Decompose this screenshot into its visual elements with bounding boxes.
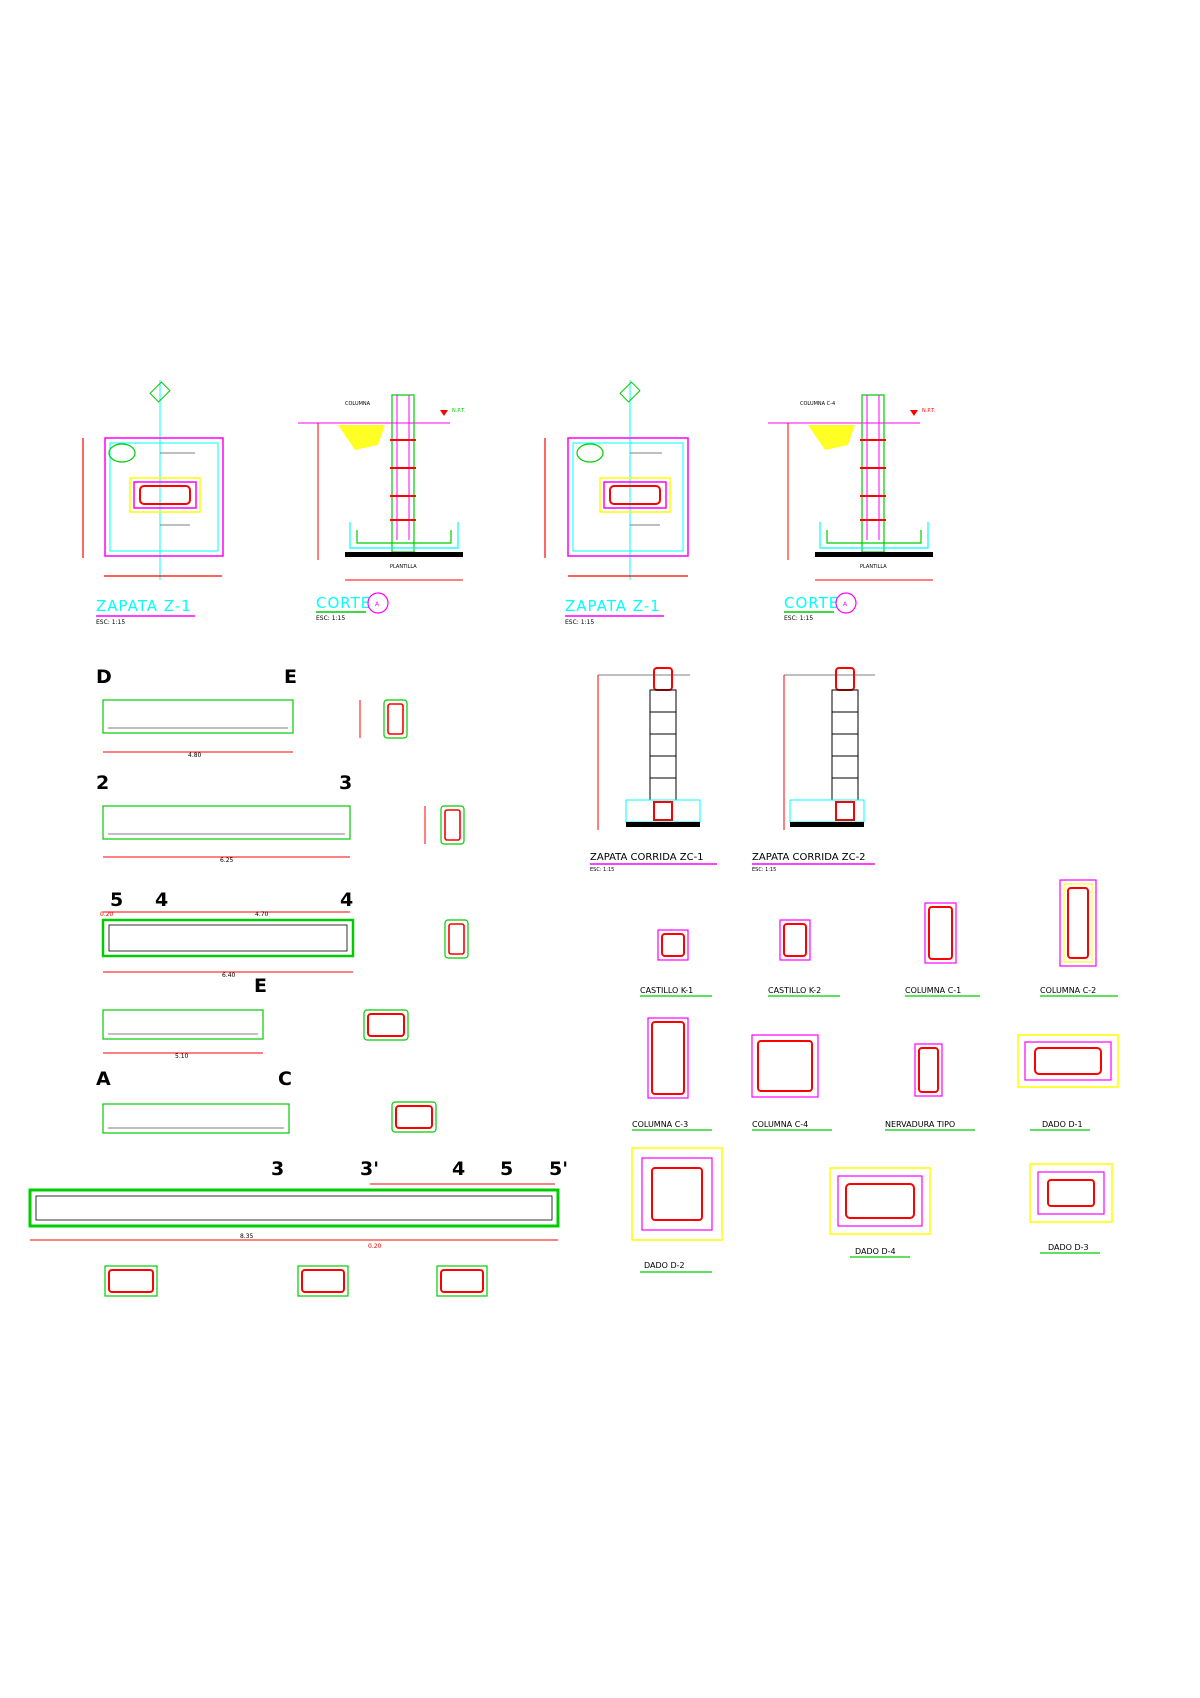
section-columna-c1: COLUMNA C-1 [905,902,980,997]
section-dado-d1: DADO D-1 [1017,1034,1119,1131]
zc2-title: ZAPATA CORRIDA ZC-2 [752,852,866,863]
section-marker [367,592,389,614]
zapata-corrida-zc1: ZAPATA CORRIDA ZC-1 ESC: 1:15 [590,667,717,873]
axis-label: 4 [452,1158,465,1180]
axis-label: 5' [549,1158,568,1180]
beam-elevation-5: A C [96,1068,437,1134]
axis-label: E [284,666,297,688]
zapata-z1-scale: ESC: 1:15 [96,619,125,626]
axis-label: C [278,1068,292,1090]
section-dado-d4: DADO D-4 [829,1167,931,1258]
axis-label: 3 [271,1158,284,1180]
corte-a-base-label-2: PLANTILLA [860,564,887,570]
corte-a-section-left: COLUMNA N.P.T. PLANTILLA CORTE A ESC: 1:… [298,394,466,622]
beam-length: 6.40 [222,972,236,979]
zapata-z1-title-2: ZAPATA Z-1 [565,597,661,615]
corte-a-column-label-2: COLUMNA C-4 [800,401,835,407]
axis-label: 3 [339,772,352,794]
beam-elevation-1: D E 4.80 [96,666,408,759]
k1-title: CASTILLO K-1 [640,986,693,995]
section-columna-c2: COLUMNA C-2 [1040,879,1118,997]
axis-label: 4 [155,889,168,911]
section-columna-c3: COLUMNA C-3 [632,1017,712,1131]
beam-elevation-6: 3 3' 4 5 5' 8.35 0.20 [28,1158,568,1297]
axis-label: D [96,666,112,688]
axis-label: 4 [340,889,353,911]
corte-a-marker-2: A [843,601,848,608]
c4-title: COLUMNA C-4 [752,1120,808,1129]
section-columna-c4: COLUMNA C-4 [751,1034,832,1131]
d1-title: DADO D-1 [1042,1120,1083,1129]
axis-label: 5 [110,889,123,911]
axis-label: A [96,1068,111,1090]
beam-span: 4.70 [255,911,269,918]
corte-a-npt-label-2: N.P.T. [922,408,936,414]
c3-title: COLUMNA C-3 [632,1120,688,1129]
axis-label: 5 [500,1158,513,1180]
corte-a-marker: A [375,601,380,608]
beam-offset: 0.20 [100,911,114,918]
zapata-z1-title: ZAPATA Z-1 [96,597,192,615]
axis-label: E [254,975,267,997]
zapata-z1-plan-left: ZAPATA Z-1 ESC: 1:15 [82,380,224,626]
corte-a-title-2: CORTE [784,594,839,612]
section-castillo-k1: CASTILLO K-1 [640,929,712,997]
c1-title: COLUMNA C-1 [905,986,961,995]
beam-length: 6.25 [220,857,234,864]
beam-length: 5.10 [175,1053,189,1060]
d3-title: DADO D-3 [1048,1243,1089,1252]
corte-a-column-label: COLUMNA [345,401,371,407]
corte-a-scale-2: ESC: 1:15 [784,615,813,622]
axis-label: 3' [360,1158,379,1180]
beam-elevation-3: 5 4 4 4.70 0.20 6.40 [100,889,469,979]
corte-a-section-right: COLUMNA C-4 N.P.T. PLANTILLA CORTE A ESC… [768,394,936,622]
section-castillo-k2: CASTILLO K-2 [768,919,840,997]
zc2-scale: ESC: 1:15 [752,867,776,873]
corte-a-npt-label: N.P.T. [452,408,466,414]
section-marker-2 [835,592,857,614]
beam-elevation-4: E 5.10 [102,975,409,1060]
corte-a-title: CORTE [316,594,371,612]
d2-title: DADO D-2 [644,1261,685,1270]
section-dado-d3: DADO D-3 [1029,1163,1113,1254]
d4-title: DADO D-4 [855,1247,896,1256]
beam-length: 4.80 [188,752,202,759]
zapata-z1-scale-2: ESC: 1:15 [565,619,594,626]
section-dado-d2: DADO D-2 [631,1147,723,1273]
zc1-title: ZAPATA CORRIDA ZC-1 [590,852,704,863]
section-nervadura-tipo: NERVADURA TIPO [885,1043,975,1131]
c2-title: COLUMNA C-2 [1040,986,1096,995]
beam-elevation-2: 2 3 6.25 [96,772,465,864]
axis-label: 2 [96,772,109,794]
beam-length: 8.35 [240,1233,254,1240]
zc1-scale: ESC: 1:15 [590,867,614,873]
corte-a-base-label: PLANTILLA [390,564,417,570]
k2-title: CASTILLO K-2 [768,986,821,995]
zapata-z1-plan-right: ZAPATA Z-1 ESC: 1:15 [544,380,689,626]
beam-offset: 0.20 [368,1243,382,1250]
nerv-title: NERVADURA TIPO [885,1120,955,1129]
zapata-corrida-zc2: ZAPATA CORRIDA ZC-2 ESC: 1:15 [752,667,875,873]
corte-a-scale: ESC: 1:15 [316,615,345,622]
